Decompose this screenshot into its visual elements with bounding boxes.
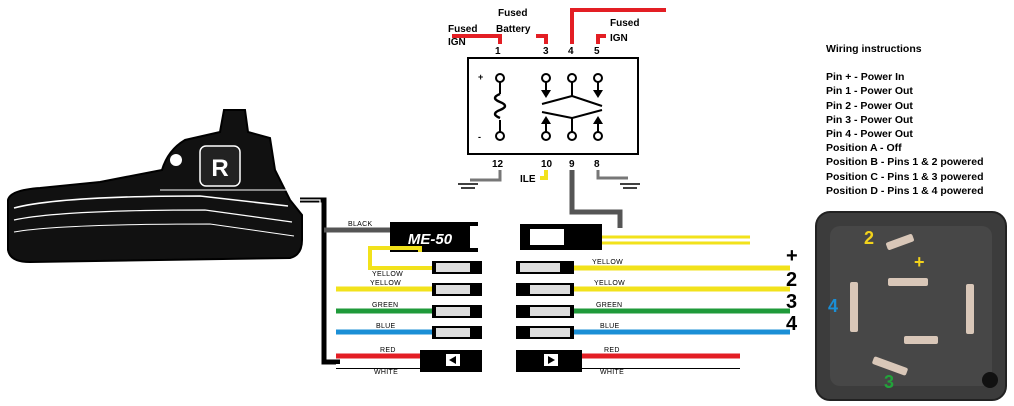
instruction-line: Pin 3 - Power Out [826, 113, 913, 126]
output-2: 2 [786, 269, 797, 291]
fused-ign-left-label-1: Fused [448, 24, 477, 35]
ile-wire [540, 170, 548, 180]
socket-label-4: 4 [828, 296, 838, 316]
switch-knob [199, 145, 241, 187]
wire-label-blue-left: BLUE [376, 323, 396, 330]
arrow-right-icon [449, 356, 456, 364]
fused-ign-right-label-1: Fused [610, 18, 639, 29]
ground-icon-right [620, 183, 640, 189]
wire-label-green-left: GREEN [372, 302, 398, 309]
wire-label-white-left: WHITE [374, 369, 398, 376]
instruction-line: Pin 4 - Power Out [826, 128, 913, 141]
switch-position-letter: R [211, 155, 228, 182]
yellow-short-wire-left [368, 246, 434, 270]
wire-label-yellow-right: YELLOW [592, 259, 623, 266]
fused-ign-left-wire [452, 34, 502, 44]
output-plus: + [786, 245, 798, 267]
arrow-left-icon [548, 356, 555, 364]
wiring-instructions: Wiring instructions Pin + - Power In Pin… [826, 42, 1011, 198]
socket-label-plus: + [914, 252, 925, 272]
instruction-line: Position A - Off [826, 142, 902, 155]
instruction-line: Pin 1 - Power Out [826, 85, 913, 98]
wire-label-green-right: GREEN [596, 302, 622, 309]
switch-screw-icon [170, 154, 182, 166]
instructions-title: Wiring instructions [826, 43, 922, 55]
wire-label-red-left: RED [380, 347, 396, 354]
socket-label-2: 2 [864, 228, 874, 248]
instruction-line: Position C - Pins 1 & 3 powered [826, 170, 984, 183]
pin-9-label: 9 [569, 159, 575, 170]
relay-minus: - [478, 132, 481, 142]
wire-label-blue-right: BLUE [600, 323, 620, 330]
relay-plus: + [478, 72, 483, 82]
pin-1-label: 1 [495, 46, 501, 57]
fused-battery-label-2: Battery [496, 24, 531, 35]
pin4-wire [570, 8, 666, 44]
relay: Fused IGN Fused Battery Fused IGN 1 3 4 … [448, 8, 666, 228]
instruction-line: Position B - Pins 1 & 2 powered [826, 156, 984, 169]
ground-icon-left [458, 183, 478, 189]
fused-ign-left-label-2: IGN [448, 37, 466, 48]
instruction-line: Pin + - Power In [826, 71, 905, 84]
pin-8-label: 8 [594, 159, 600, 170]
socket-label-3: 3 [884, 372, 894, 392]
module-label: ME-50 [408, 231, 453, 248]
pin-3-label: 3 [543, 46, 549, 57]
pin-12-label: 12 [492, 159, 504, 170]
instruction-line: Position D - Pins 1 & 4 powered [826, 184, 984, 197]
pin-4-label: 4 [568, 46, 574, 57]
wire-label-white-right: WHITE [600, 369, 624, 376]
wire-label-red-right: RED [604, 347, 620, 354]
wire-label-black: BLACK [348, 221, 372, 228]
ile-label: ILE [520, 174, 536, 185]
output-3: 3 [786, 291, 797, 313]
relay-socket-photo: 2 + 4 3 [815, 211, 1007, 401]
wire-label-yellow2-right: YELLOW [594, 280, 625, 287]
pin9-wire [569, 170, 623, 228]
relay-body [467, 57, 639, 155]
pin-5-label: 5 [594, 46, 600, 57]
coil-icon [493, 92, 507, 120]
wire-label-yellow-left: YELLOW [370, 280, 401, 287]
fused-ign-right-wire [596, 34, 606, 44]
pin-10-label: 10 [541, 159, 553, 170]
fused-battery-wire [536, 34, 548, 44]
rotary-switch: R [7, 109, 303, 264]
fused-ign-right-label-2: IGN [610, 33, 628, 44]
wire-label-yellow-short: YELLOW [372, 271, 403, 278]
instruction-line: Pin 2 - Power Out [826, 99, 913, 112]
output-4: 4 [786, 313, 798, 335]
fused-battery-label-1: Fused [498, 8, 527, 19]
